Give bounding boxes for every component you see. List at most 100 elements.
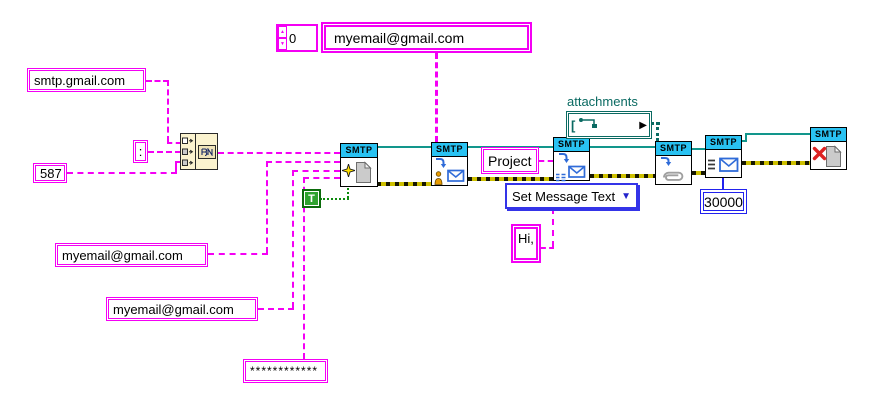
path-glyph-icon: [577, 116, 607, 134]
concat-output-icon: [196, 134, 217, 169]
envelope-icon: [568, 165, 586, 184]
new-sparkle-icon: [340, 162, 357, 182]
wire-port: [67, 172, 177, 174]
document-icon: [353, 161, 372, 189]
spinner-down-icon[interactable]: ▼: [278, 38, 287, 50]
concatenate-strings-function[interactable]: [180, 133, 218, 170]
timeout-constant[interactable]: 30000: [700, 189, 747, 214]
message-lines-icon: [708, 158, 718, 176]
send-icon: [706, 150, 741, 177]
set-message-icon: [554, 152, 589, 182]
wire-from-email-in: [266, 161, 340, 163]
wire-use-tls-v: [347, 188, 349, 198]
wire-attachments-v: [656, 122, 659, 141]
wire-error-2: [468, 177, 553, 181]
open-handle-icon: [340, 158, 377, 189]
recipients-array-index[interactable]: ▲ ▼ 0: [276, 24, 318, 52]
attachments-path-array-constant[interactable]: [ ▶: [566, 111, 652, 139]
spinner-up-icon[interactable]: ▲: [278, 26, 287, 38]
wire-username-v: [292, 170, 294, 308]
wire-refnum-4: [692, 148, 705, 150]
vi-smtp-send[interactable]: SMTP: [705, 135, 742, 178]
true-constant[interactable]: T: [302, 189, 321, 208]
timeout-text: 30000: [704, 193, 743, 210]
username-text: myemail@gmail.com: [113, 301, 234, 317]
colon-text: :: [138, 144, 143, 159]
vi2-banner: SMTP: [432, 143, 467, 157]
colon-string-constant[interactable]: :: [133, 140, 148, 163]
wire-username: [258, 308, 294, 310]
vi4-banner: SMTP: [656, 142, 691, 156]
wire-server-v: [167, 80, 169, 142]
wire-password-v: [303, 177, 305, 359]
index-spinner[interactable]: ▲ ▼: [278, 26, 287, 50]
dropdown-arrow-icon[interactable]: ▼: [621, 190, 631, 202]
wire-attachments: [651, 122, 660, 125]
from-email-text: myemail@gmail.com: [62, 247, 183, 263]
password-constant[interactable]: ************: [243, 359, 328, 383]
close-x-icon: [812, 146, 827, 166]
port-string-constant[interactable]: 587: [33, 163, 67, 183]
server-string-constant[interactable]: smtp.gmail.com: [27, 68, 146, 92]
recipient-email-text: myemail@gmail.com: [334, 29, 465, 46]
subject-text: Project: [488, 152, 532, 169]
message-text-constant[interactable]: Hi,: [511, 224, 541, 263]
wire-from-email: [208, 253, 268, 255]
username-constant[interactable]: myemail@gmail.com: [106, 297, 258, 321]
subject-constant[interactable]: Project: [481, 147, 539, 174]
wire-password-in: [303, 177, 340, 179]
wire-error-1: [377, 182, 431, 186]
document-icon: [823, 145, 842, 173]
attachments-label: attachments: [567, 94, 638, 109]
wire-recipients-array: [435, 53, 438, 142]
wire-use-tls: [320, 198, 349, 200]
wire-from-email-v: [266, 161, 268, 253]
curved-arrow-icon: [557, 152, 570, 171]
recipients-array-element[interactable]: myemail@gmail.com: [321, 22, 532, 53]
wire-refnum-5a: [742, 140, 747, 142]
person-icon: [434, 171, 443, 190]
true-label: T: [308, 192, 315, 205]
vi-smtp-set-recipients[interactable]: SMTP: [431, 142, 468, 186]
wire-refnum-1: [377, 146, 431, 148]
vi-smtp-add-attachments[interactable]: SMTP: [655, 141, 692, 185]
wire-serverport-out: [218, 152, 340, 154]
message-grid-icon: [556, 169, 566, 187]
wire-port-in: [175, 161, 181, 163]
vi1-banner: SMTP: [341, 144, 377, 158]
wire-colon: [148, 151, 181, 153]
wire-server: [146, 80, 169, 82]
wire-message-text: [541, 247, 554, 249]
curved-arrow-icon: [659, 156, 672, 174]
array-bracket-icon: [: [571, 117, 576, 133]
wire-timeout: [722, 178, 724, 190]
password-text: ************: [250, 364, 319, 378]
wire-message-text-v: [552, 208, 554, 247]
vi3-banner: SMTP: [554, 138, 589, 152]
wire-error-4: [692, 171, 705, 175]
port-text: 587: [40, 165, 62, 181]
wire-username-in: [292, 170, 340, 172]
from-email-constant[interactable]: myemail@gmail.com: [55, 243, 208, 267]
curved-arrow-icon: [434, 157, 447, 176]
browse-arrow-icon[interactable]: ▶: [639, 119, 647, 131]
vi-smtp-open-handle[interactable]: SMTP: [340, 143, 378, 187]
envelope-icon: [447, 169, 465, 188]
wire-refnum-5-v: [745, 133, 747, 141]
message-text: Hi,: [518, 231, 534, 246]
close-handle-icon: [811, 142, 846, 169]
vi-smtp-close-handle[interactable]: SMTP: [810, 127, 847, 170]
vi-smtp-set-message[interactable]: SMTP: [553, 137, 590, 182]
paperclip-icon: [661, 170, 687, 189]
add-attachments-icon: [656, 156, 691, 184]
wire-subject: [539, 160, 553, 162]
selector-label: Set Message Text: [512, 188, 616, 204]
wire-port-v: [175, 161, 177, 172]
wire-server-in: [167, 142, 181, 144]
vi5-banner: SMTP: [706, 136, 741, 150]
polymorphic-selector[interactable]: Set Message Text ▼: [505, 183, 638, 209]
set-recipients-icon: [432, 157, 467, 185]
wire-error-5: [742, 161, 810, 165]
vi6-banner: SMTP: [811, 128, 846, 142]
